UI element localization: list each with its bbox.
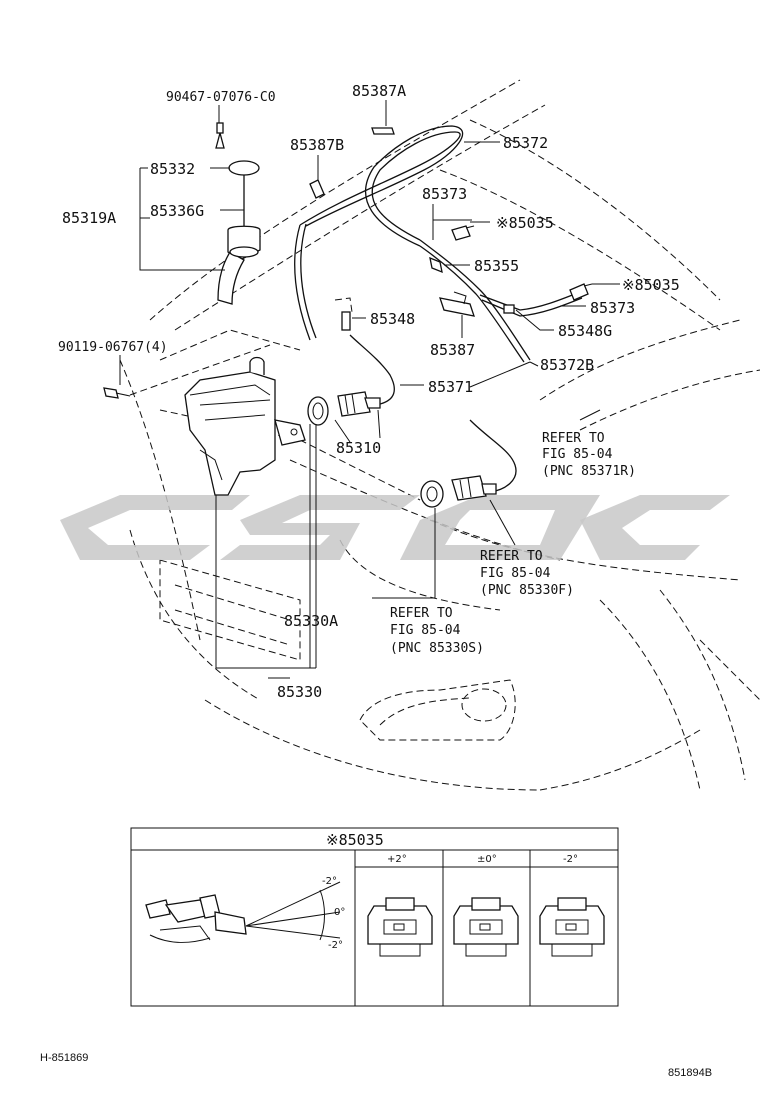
label-85035-a: ※85035 [496, 214, 554, 232]
angle-bot: -2° [328, 940, 343, 951]
washer-reservoir [184, 356, 306, 496]
footer-right-code: 851894B [668, 1067, 712, 1079]
inset-nozzle-minus2 [539, 897, 605, 957]
label-85332: 85332 [150, 160, 195, 178]
label-85372: 85372 [503, 134, 548, 152]
joint-85348 [334, 297, 353, 331]
label-85035-b: ※85035 [622, 276, 680, 294]
label-85336G: 85336G [150, 202, 204, 220]
inset-title: ※85035 [326, 831, 384, 849]
clip-85387B [309, 179, 325, 199]
footer-left-code: H-851869 [40, 1052, 88, 1064]
filler-neck-assembly [215, 122, 261, 305]
inset-col-minus2: -2° [563, 854, 578, 865]
label-85355: 85355 [474, 257, 519, 275]
label-85373-a: 85373 [422, 185, 467, 203]
nozzle-85035-b [569, 283, 593, 301]
label-85372B: 85372B [540, 356, 594, 374]
svg-text:REFER TO: REFER TO [542, 431, 605, 446]
bolt-90119 [103, 387, 131, 399]
reference-note-1: REFER TO FIG 85-04 (PNC 85371R) [542, 431, 636, 479]
reference-note-2: REFER TO FIG 85-04 (PNC 85330F) [480, 549, 574, 598]
svg-text:FIG 85-04: FIG 85-04 [480, 566, 551, 581]
label-85330: 85330 [277, 683, 322, 701]
pump-front [420, 475, 497, 508]
label-85387B: 85387B [290, 136, 344, 154]
label-90467: 90467-07076-C0 [166, 90, 276, 105]
angle-top: -2° [322, 876, 337, 887]
inset-nozzle-side-view: -2° 0° -2° [145, 876, 345, 951]
label-85330A: 85330A [284, 612, 338, 630]
inset-85035-detail: ※85035 +2° ±0° -2° -2° 0° -2° [130, 827, 619, 1007]
svg-text:(PNC 85330S): (PNC 85330S) [390, 641, 484, 656]
label-85371: 85371 [428, 378, 473, 396]
clip-85387A [371, 127, 395, 135]
reference-note-3: REFER TO FIG 85-04 (PNC 85330S) [390, 606, 484, 656]
joint-85348G [503, 304, 515, 314]
inset-nozzle-zero [453, 897, 519, 957]
label-85348: 85348 [370, 310, 415, 328]
inset-nozzle-plus2 [367, 897, 433, 957]
angle-mid: 0° [334, 907, 345, 918]
clip-85387 [439, 291, 475, 317]
watermark-logo [60, 495, 730, 560]
leader-lines [119, 100, 620, 679]
inset-col-zero: ±0° [477, 854, 497, 865]
label-85310: 85310 [336, 439, 381, 457]
svg-text:(PNC 85371R): (PNC 85371R) [542, 464, 636, 479]
label-85387A: 85387A [352, 82, 406, 100]
svg-text:FIG 85-04: FIG 85-04 [542, 447, 613, 462]
connector-85355 [429, 256, 443, 274]
washer-hoses [294, 125, 583, 493]
svg-text:REFER TO: REFER TO [480, 549, 543, 564]
svg-text:FIG 85-04: FIG 85-04 [390, 623, 461, 638]
label-85387: 85387 [430, 341, 475, 359]
nozzle-85035-a [451, 225, 475, 241]
pump-85310 [307, 391, 381, 426]
label-85319A: 85319A [62, 209, 116, 227]
svg-text:REFER TO: REFER TO [390, 606, 453, 621]
part-labels: 90467-07076-C0 85387A 85387B 85372 85332… [58, 82, 680, 701]
svg-text:(PNC 85330F): (PNC 85330F) [480, 583, 574, 598]
inset-col-plus2: +2° [387, 854, 407, 865]
label-90119: 90119-06767(4) [58, 340, 168, 355]
label-85348G: 85348G [558, 322, 612, 340]
label-85373-b: 85373 [590, 299, 635, 317]
